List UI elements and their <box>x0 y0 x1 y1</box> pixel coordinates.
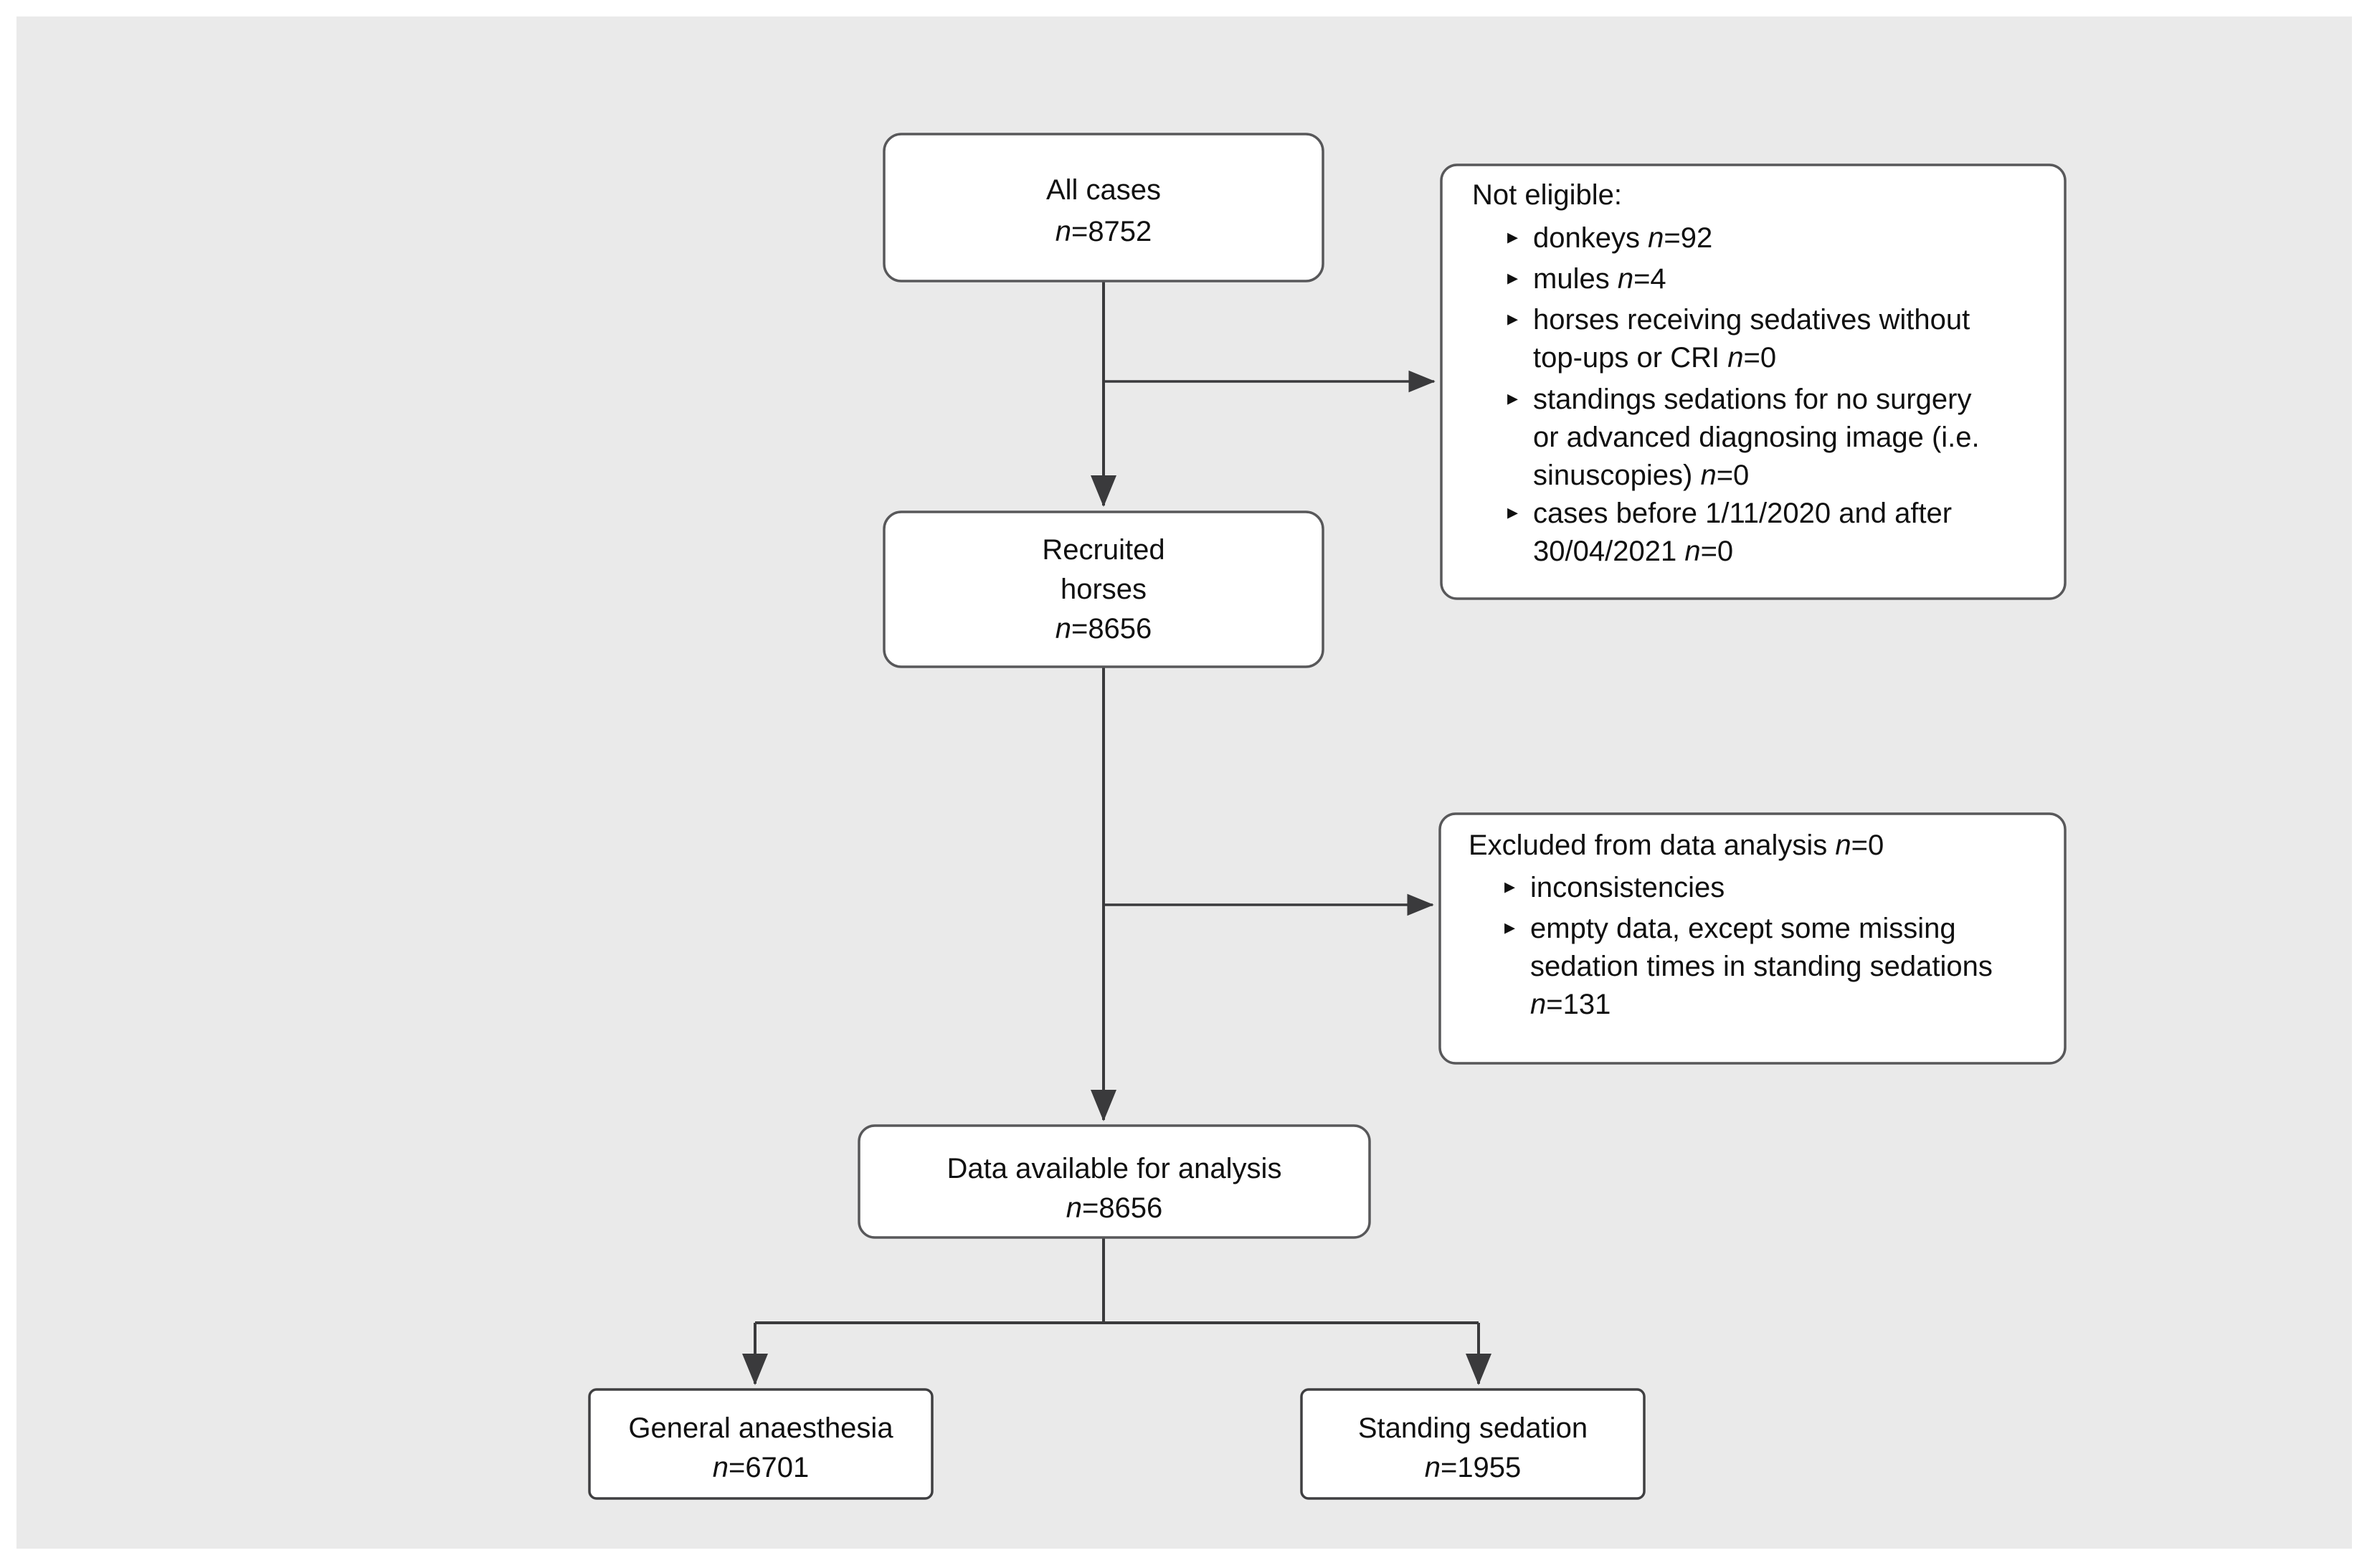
not-eligible-item-3: ▸ horses receiving sedatives without top… <box>1507 304 1970 374</box>
item-5-value: 0 <box>1717 536 1733 567</box>
excluded-item-1: ▸ inconsistencies <box>1504 872 1725 903</box>
item-2-line-1: mules <box>1533 263 1618 295</box>
recruited-horses-count: n=8656 <box>1056 613 1152 645</box>
not-eligible-item-1: ▸ donkeys n=92 <box>1507 222 1712 254</box>
bullet-icon: ▸ <box>1504 875 1515 898</box>
standing-sedation-label: Standing sedation <box>1358 1412 1588 1444</box>
item-5-line-2-text: 30/04/2021 <box>1533 536 1684 567</box>
node-excluded[interactable]: Excluded from data analysis n=0 ▸ incons… <box>1438 812 2067 1065</box>
not-eligible-item-4-line-1: standings sedations for no surgery <box>1533 384 1971 415</box>
bullet-icon: ▸ <box>1507 266 1518 290</box>
not-eligible-heading: Not eligible: <box>1472 179 1622 211</box>
all-cases-label: All cases <box>1046 174 1161 206</box>
excluded-heading: Excluded from data analysis n=0 <box>1469 830 1884 861</box>
all-cases-count: n=8752 <box>1056 216 1152 247</box>
excluded-item-2-value: 131 <box>1563 989 1611 1020</box>
excluded-item-1-text: inconsistencies <box>1530 872 1725 903</box>
data-available-n: n <box>1066 1192 1082 1224</box>
excluded-item-2-eq: = <box>1546 989 1562 1020</box>
excluded-heading-value: 0 <box>1868 830 1884 861</box>
standing-sedation-box[interactable] <box>1300 1388 1646 1500</box>
not-eligible-item-5-line-2: 30/04/2021 n=0 <box>1533 536 1733 567</box>
recruited-horses-label-line-1: Recruited <box>1042 534 1164 566</box>
not-eligible-item-4-line-3: sinuscopies) n=0 <box>1533 460 1749 491</box>
item-5-n: n <box>1684 536 1700 567</box>
item-3-value: 0 <box>1760 342 1776 374</box>
bullet-icon: ▸ <box>1504 916 1515 939</box>
standing-sedation-count: n=1955 <box>1425 1452 1522 1483</box>
item-4-line-3-text: sinuscopies) <box>1533 460 1700 491</box>
bullet-icon: ▸ <box>1507 386 1518 410</box>
not-eligible-item-2: ▸ mules n=4 <box>1507 263 1666 295</box>
item-1-n: n <box>1648 222 1664 254</box>
item-3-eq: = <box>1743 342 1760 374</box>
node-recruited-horses[interactable]: Recruited horses n=8656 <box>883 510 1324 668</box>
item-4-value: 0 <box>1733 460 1749 491</box>
not-eligible-item-5-line-1: cases before 1/11/2020 and after <box>1533 498 1952 529</box>
not-eligible-item-3-line-2: top-ups or CRI n=0 <box>1533 342 1776 374</box>
item-1-value: 92 <box>1681 222 1713 254</box>
excluded-item-2-line-2: sedation times in standing sedations <box>1530 951 1993 982</box>
item-2-eq: = <box>1633 263 1650 295</box>
data-available-count: n=8656 <box>1066 1192 1163 1224</box>
excluded-heading-n: n <box>1835 830 1851 861</box>
general-anaesthesia-n: n <box>713 1452 729 1483</box>
excluded-item-2: ▸ empty data, except some missing sedati… <box>1504 913 1993 1020</box>
item-3-n: n <box>1727 342 1743 374</box>
item-2-n: n <box>1618 263 1633 295</box>
recruited-value: 8656 <box>1088 613 1152 645</box>
recruited-n: n <box>1056 613 1071 645</box>
excluded-box[interactable] <box>1438 812 2067 1065</box>
item-5-eq: = <box>1701 536 1717 567</box>
general-anaesthesia-value: 6701 <box>745 1452 809 1483</box>
standing-sedation-value: 1955 <box>1457 1452 1521 1483</box>
recruited-horses-box[interactable] <box>883 510 1324 668</box>
bullet-icon: ▸ <box>1507 500 1518 524</box>
all-cases-value: 8752 <box>1088 216 1152 247</box>
item-1-eq: = <box>1664 222 1680 254</box>
node-not-eligible[interactable]: Not eligible: ▸ donkeys n=92 ▸ mules n=4… <box>1440 163 2067 600</box>
all-cases-n-italic: n <box>1056 216 1071 247</box>
item-3-line-2-text: top-ups or CRI <box>1533 342 1727 374</box>
general-anaesthesia-label: General anaesthesia <box>628 1412 893 1444</box>
not-eligible-item-2-text: mules n=4 <box>1533 263 1666 295</box>
data-available-box[interactable] <box>858 1124 1371 1239</box>
all-cases-eq: = <box>1071 216 1088 247</box>
standing-sedation-eq: = <box>1441 1452 1457 1483</box>
general-anaesthesia-count: n=6701 <box>713 1452 810 1483</box>
connector-data-available-to-branches <box>742 1237 1491 1385</box>
not-eligible-item-4-line-2: or advanced diagnosing image (i.e. <box>1533 422 1980 453</box>
item-2-value: 4 <box>1650 263 1666 295</box>
not-eligible-item-5: ▸ cases before 1/11/2020 and after 30/04… <box>1507 498 1952 567</box>
node-all-cases[interactable]: All cases n=8752 <box>883 133 1324 282</box>
excluded-heading-text: Excluded from data analysis <box>1469 830 1835 861</box>
node-data-available[interactable]: Data available for analysis n=8656 <box>858 1124 1371 1239</box>
item-4-n: n <box>1700 460 1716 491</box>
excluded-item-2-line-1: empty data, except some missing <box>1530 913 1956 944</box>
node-general-anaesthesia[interactable]: General anaesthesia n=6701 <box>588 1388 934 1500</box>
bullet-icon: ▸ <box>1507 307 1518 331</box>
bullet-icon: ▸ <box>1507 225 1518 249</box>
excluded-item-2-line-3: n=131 <box>1530 989 1611 1020</box>
not-eligible-item-1-text: donkeys n=92 <box>1533 222 1712 254</box>
not-eligible-item-4: ▸ standings sedations for no surgery or … <box>1507 384 1980 491</box>
data-available-label: Data available for analysis <box>947 1153 1282 1184</box>
recruited-horses-label-line-2: horses <box>1061 574 1147 605</box>
not-eligible-item-3-line-1: horses receiving sedatives without <box>1533 304 1970 336</box>
item-1-line-1: donkeys <box>1533 222 1648 254</box>
recruited-eq: = <box>1071 613 1088 645</box>
excluded-heading-eq: = <box>1851 830 1868 861</box>
data-available-value: 8656 <box>1099 1192 1162 1224</box>
data-available-eq: = <box>1082 1192 1099 1224</box>
item-4-eq: = <box>1717 460 1733 491</box>
excluded-item-2-n: n <box>1530 989 1546 1020</box>
all-cases-box[interactable] <box>883 133 1324 282</box>
node-standing-sedation[interactable]: Standing sedation n=1955 <box>1300 1388 1646 1500</box>
not-eligible-box[interactable] <box>1440 163 2067 600</box>
general-anaesthesia-box[interactable] <box>588 1388 934 1500</box>
general-anaesthesia-eq: = <box>729 1452 745 1483</box>
standing-sedation-n: n <box>1425 1452 1441 1483</box>
